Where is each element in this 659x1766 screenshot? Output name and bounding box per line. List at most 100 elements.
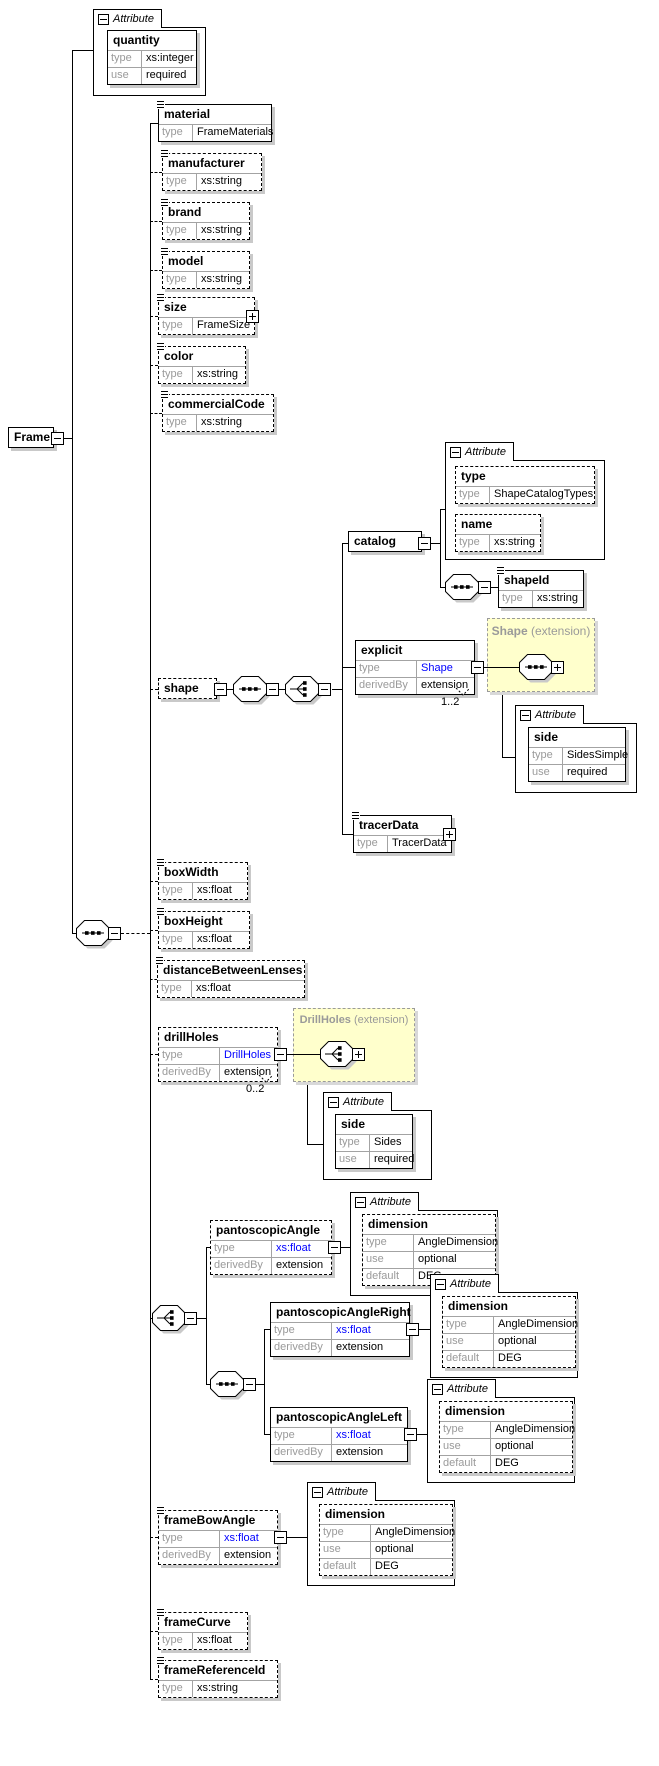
element-icon	[160, 389, 169, 399]
connector-line	[502, 667, 503, 757]
connector-line	[150, 365, 158, 366]
row-value-link[interactable]: Shape	[421, 662, 453, 674]
attribute-group-tab: Attribute	[427, 1379, 496, 1398]
attribute-collapse-icon[interactable]	[98, 13, 109, 25]
connector-line	[206, 1247, 207, 1384]
collapse-icon[interactable]	[418, 537, 431, 550]
attribute-collapse-icon[interactable]	[520, 709, 531, 721]
connector-line	[227, 689, 233, 690]
element-title: catalog	[354, 534, 397, 548]
extension-box-drillHoles: DrillHoles (extension)	[293, 1008, 415, 1082]
collapse-icon[interactable]	[51, 432, 64, 445]
row-value-link[interactable]: xs:float	[224, 1532, 259, 1544]
collapse-icon[interactable]	[404, 1428, 417, 1441]
choice-icon[interactable]	[152, 1305, 190, 1335]
attribute-collapse-icon[interactable]	[435, 1278, 446, 1290]
row-value: extension	[336, 1446, 384, 1458]
sequence-icon[interactable]	[233, 676, 271, 706]
attribute-collapse-icon[interactable]	[312, 1486, 323, 1498]
collapse-icon[interactable]	[478, 581, 491, 594]
collapse-icon[interactable]	[406, 1323, 419, 1336]
row-label: type	[336, 1135, 370, 1151]
collapse-icon[interactable]	[266, 683, 279, 696]
collapse-icon[interactable]	[318, 683, 331, 696]
occurs-notch	[258, 1074, 274, 1083]
attribute-collapse-icon[interactable]	[450, 446, 461, 458]
sequence-icon[interactable]	[519, 654, 557, 684]
collapse-icon[interactable]	[471, 661, 484, 674]
connector-line	[150, 1054, 158, 1055]
row-value-link[interactable]: xs:float	[276, 1242, 311, 1254]
collapse-icon[interactable]	[108, 927, 121, 940]
connector-line	[150, 123, 158, 124]
collapse-icon[interactable]	[243, 1378, 256, 1391]
connector-line	[440, 509, 445, 510]
connector-line	[150, 979, 157, 980]
attribute-group-label: Attribute	[465, 446, 506, 458]
row-value: DEG	[375, 1560, 399, 1572]
collapse-icon[interactable]	[274, 1048, 287, 1061]
row-label: type	[443, 1317, 494, 1333]
attribute-collapse-icon[interactable]	[355, 1196, 366, 1208]
row-label: use	[108, 68, 142, 84]
attribute-group-label: Attribute	[327, 1486, 368, 1498]
row-label: type	[529, 748, 563, 764]
row-label: default	[443, 1351, 494, 1367]
expand-icon[interactable]	[352, 1048, 365, 1061]
connector-line	[206, 1384, 210, 1385]
extension-title: Shape	[491, 624, 528, 638]
attribute-group-tab: Attribute	[515, 705, 584, 724]
element-icon	[496, 565, 505, 575]
element-title: explicit	[361, 643, 403, 657]
choice-icon[interactable]	[320, 1041, 358, 1071]
sequence-icon[interactable]	[210, 1371, 248, 1401]
element-icon	[160, 148, 169, 158]
connector-line	[287, 1054, 320, 1055]
attribute-group-tab: Attribute	[307, 1482, 376, 1501]
collapse-icon[interactable]	[328, 1241, 341, 1254]
row-label: type	[456, 487, 490, 503]
expand-icon[interactable]	[443, 828, 456, 841]
attribute-group-tab: Attribute	[350, 1192, 419, 1211]
connector-line	[419, 1329, 430, 1330]
expand-icon[interactable]	[246, 310, 259, 323]
connector-line	[150, 881, 158, 882]
sequence-icon[interactable]	[76, 920, 114, 950]
attribute-title: quantity	[113, 33, 160, 47]
attribute-group-label: Attribute	[113, 13, 154, 25]
row-label: derivedBy	[356, 678, 417, 694]
collapse-icon[interactable]	[274, 1531, 287, 1544]
element-catalog: catalog	[348, 531, 422, 552]
row-label: type	[163, 223, 197, 239]
element-icon	[156, 857, 165, 867]
occurs-label: 1..2	[441, 696, 460, 708]
collapse-icon[interactable]	[214, 683, 227, 696]
attribute-collapse-icon[interactable]	[432, 1383, 443, 1395]
attribute-collapse-icon[interactable]	[328, 1096, 339, 1108]
attribute-title: dimension	[368, 1217, 429, 1231]
connector-line	[150, 270, 162, 271]
row-value-link[interactable]: DrillHoles	[224, 1049, 272, 1061]
row-label: type	[163, 415, 197, 431]
expand-icon[interactable]	[551, 661, 564, 674]
choice-icon[interactable]	[285, 676, 323, 706]
element-title: pantoscopicAngleRight	[276, 1305, 411, 1319]
element-title: manufacturer	[168, 156, 245, 170]
row-label: type	[159, 318, 193, 334]
sequence-icon[interactable]	[445, 574, 483, 604]
row-value-link[interactable]: xs:float	[336, 1429, 371, 1441]
row-label: type	[158, 981, 192, 997]
row-value-link[interactable]: xs:float	[336, 1324, 371, 1336]
collapse-icon[interactable]	[184, 1312, 197, 1325]
connector-line	[197, 1318, 206, 1319]
row-label: type	[163, 272, 197, 288]
